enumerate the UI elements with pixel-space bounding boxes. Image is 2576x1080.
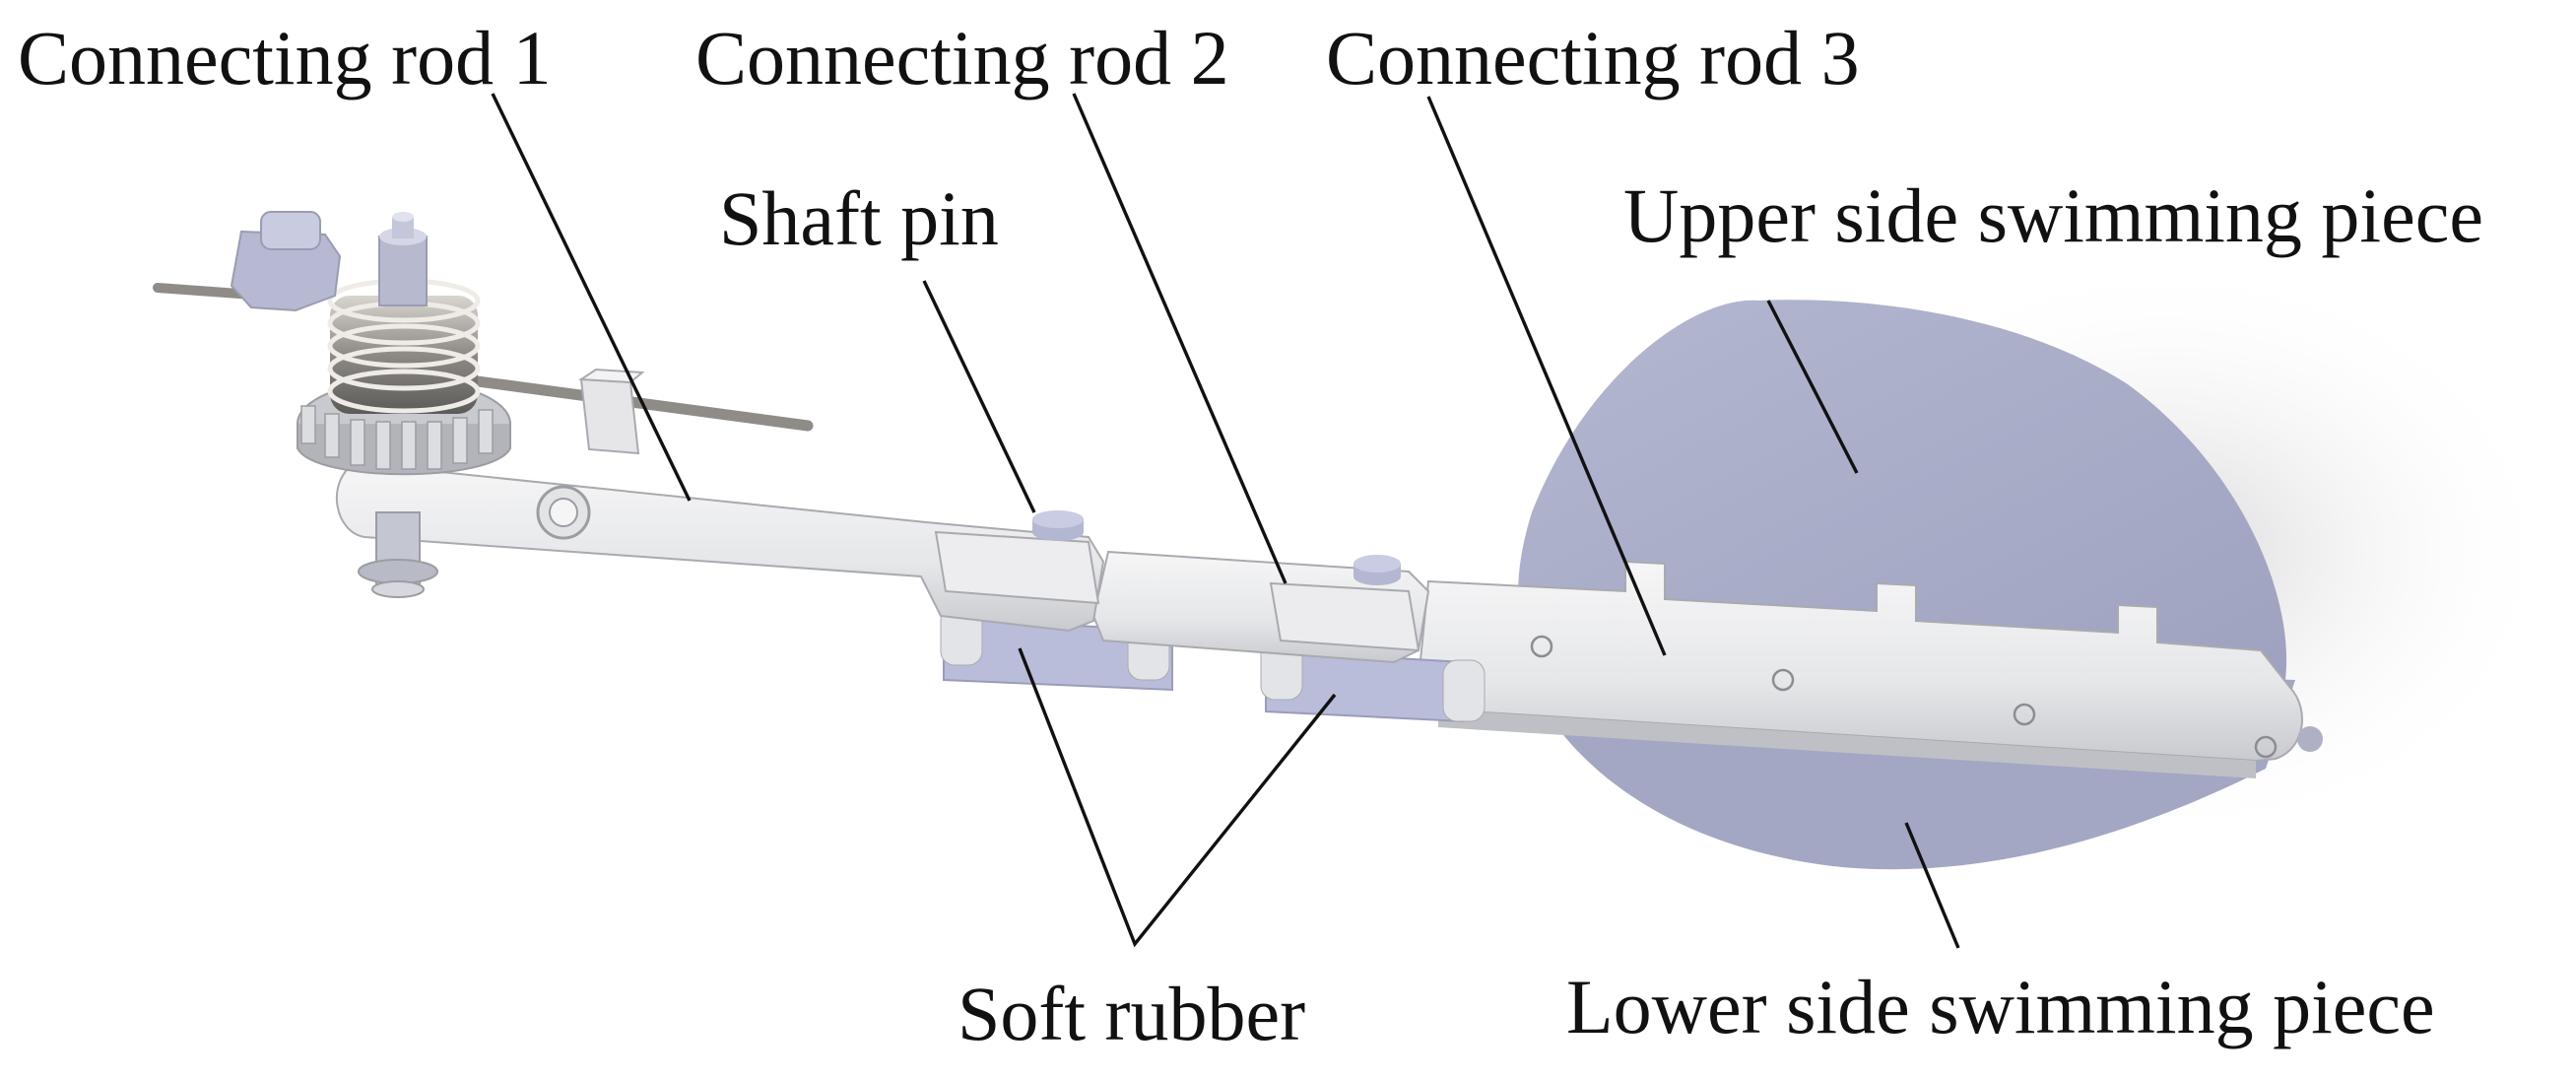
rod-1-hinge-hole (536, 485, 591, 540)
leader-connecting-rod-1 (491, 93, 692, 502)
connecting-rod-1 (336, 461, 1105, 633)
leader-lines (491, 93, 1960, 949)
leader-lower-piece (1904, 822, 1960, 949)
leader-connecting-rod-3 (1426, 96, 1667, 656)
label-lower-side-swimming-piece: Lower side swimming piece (1566, 964, 2435, 1049)
shaft-pin (1032, 510, 1084, 541)
label-connecting-rod-2: Connecting rod 2 (695, 15, 1229, 101)
lower-shaft (358, 511, 438, 598)
rod-3-end-pin (2297, 726, 2323, 752)
connecting-rod-3 (1417, 560, 2303, 763)
guide-rod (457, 373, 814, 432)
label-soft-rubber: Soft rubber (958, 971, 1305, 1056)
leader-shaft-pin (922, 280, 1036, 513)
top-shaft (378, 212, 428, 306)
leader-upper-piece (1766, 300, 1859, 474)
shaft-pin-2 (1354, 555, 1401, 585)
rod-1-joint-block (934, 530, 1100, 605)
rod-3-front-face (1438, 709, 2256, 778)
servo-bracket (153, 211, 342, 312)
label-upper-side-swimming-piece: Upper side swimming piece (1623, 172, 2483, 258)
soft-rubber-2 (1260, 638, 1486, 723)
upper-side-swimming-piece (1518, 300, 2287, 690)
leader-soft-rubber (1018, 647, 1337, 948)
label-shaft-pin: Shaft pin (719, 175, 999, 261)
rod-3-screw-marks (1530, 635, 2278, 759)
leader-connecting-rod-2 (1072, 93, 1288, 584)
rod-2-joint-block (1269, 581, 1420, 652)
label-connecting-rod-1: Connecting rod 1 (18, 15, 552, 101)
label-connecting-rod-3: Connecting rod 3 (1326, 15, 1860, 101)
